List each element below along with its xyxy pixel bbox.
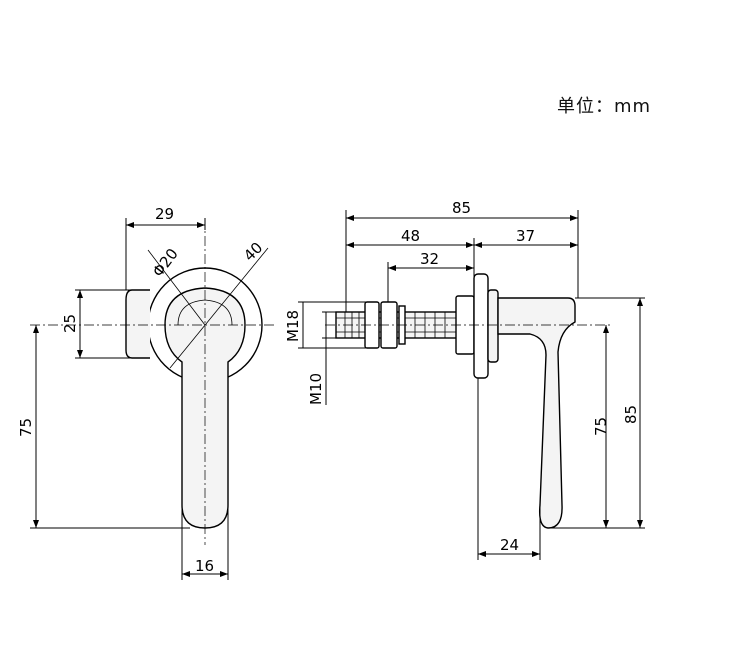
dim-24-arrow-left (478, 551, 486, 557)
dim-48-arrow-right (466, 242, 474, 248)
dim-32-arrow-left (388, 265, 396, 271)
dim-32-text: 32 (420, 250, 439, 268)
dim-16-text: 16 (195, 557, 214, 575)
unit-label: 单位：mm (557, 96, 652, 117)
dim-25-text: 25 (61, 314, 79, 333)
dim-24-text: 24 (500, 536, 519, 554)
dim-37-arrow-left (474, 242, 482, 248)
dim-85-arrow-left (346, 215, 354, 221)
dim-85-text: 85 (452, 199, 471, 217)
dim-32-arrow-right (466, 265, 474, 271)
dim-75-arrow-top (33, 325, 39, 333)
handle-profile (497, 297, 576, 529)
dim-29-arrow-right (197, 222, 205, 228)
dim-side85-text: 85 (622, 405, 640, 424)
rose-plate (487, 289, 499, 363)
dim-29-arrow-left (126, 222, 134, 228)
dim-37-arrow-right (570, 242, 578, 248)
dim-29-text: 29 (155, 205, 174, 223)
dim-37-text: 37 (516, 227, 535, 245)
diameter-leader-large (169, 247, 269, 369)
dim-side75-text: 75 (592, 417, 610, 436)
side-view: 85 48 37 32 M18 M10 75 (284, 199, 645, 560)
dim-side75-arrow-top (603, 325, 609, 333)
dim-75-arrow-bottom (33, 520, 39, 528)
dim-16-arrow-right (220, 571, 228, 577)
dim-m18-text: M18 (284, 310, 302, 342)
boss-left (125, 289, 150, 359)
dim-40-text: 40 (240, 239, 266, 265)
dim-75-text: 75 (17, 418, 35, 437)
dim-24-arrow-right (532, 551, 540, 557)
dim-m10-text: M10 (307, 373, 325, 405)
dim-side85-arrow-top (637, 298, 643, 306)
dim-side85-arrow-bottom (637, 520, 643, 528)
front-view: 29 Φ20 40 25 75 16 (17, 205, 275, 580)
dim-16-arrow-left (182, 571, 190, 577)
dim-85-arrow-right (570, 215, 578, 221)
dim-25-arrow-top (77, 290, 83, 298)
dim-48-arrow-left (346, 242, 354, 248)
diameter-leader-small (147, 249, 206, 326)
dim-side75-arrow-bottom (603, 520, 609, 528)
rose-base (473, 273, 489, 379)
dim-25-arrow-bottom (77, 350, 83, 358)
dim-48-text: 48 (401, 227, 420, 245)
